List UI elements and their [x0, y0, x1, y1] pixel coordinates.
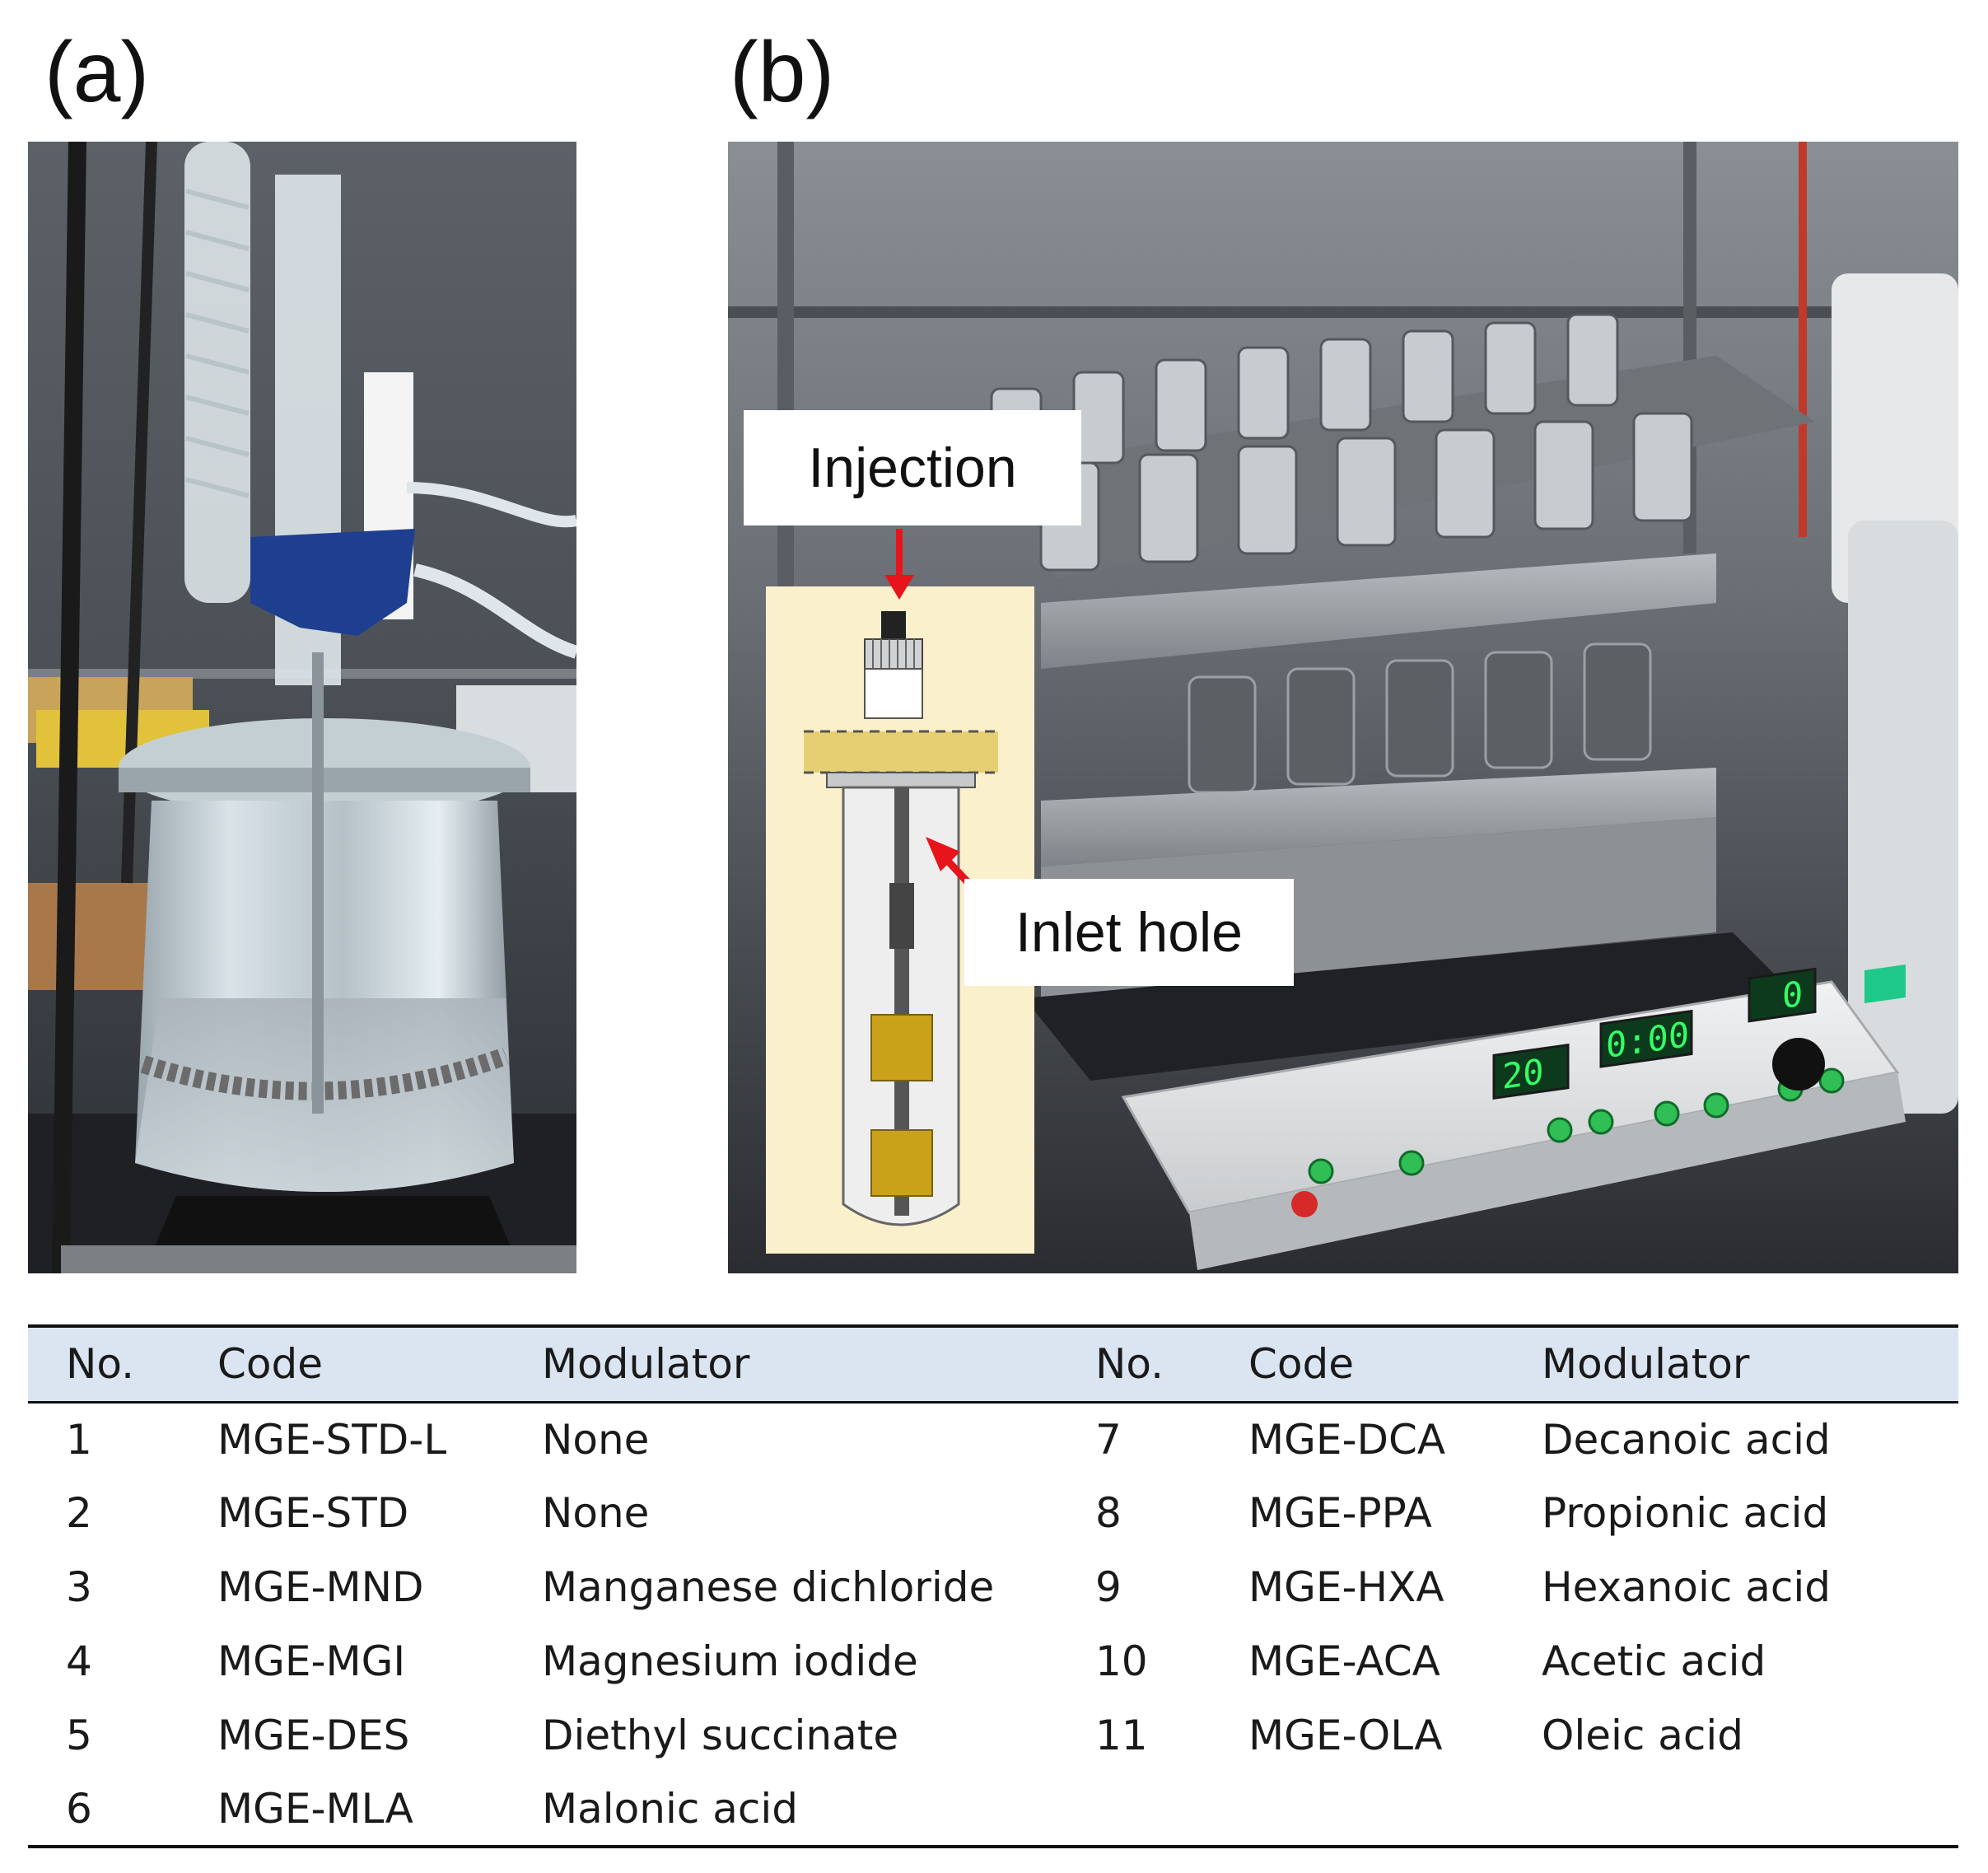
panel-label-b: (b)	[730, 25, 835, 120]
cell: MGE-DCA	[1248, 1415, 1446, 1464]
cell: Decanoic acid	[1542, 1415, 1831, 1464]
inlet-hole-callout: Inlet hole	[964, 879, 1294, 986]
cell: 4	[66, 1637, 92, 1685]
cell: None	[542, 1489, 650, 1537]
cell: 8	[1095, 1489, 1122, 1537]
reactor-photo	[28, 142, 576, 1273]
cell: MGE-PPA	[1248, 1489, 1432, 1537]
inlet-arrow-head	[926, 837, 960, 871]
cell: Acetic acid	[1542, 1637, 1766, 1685]
header-no-2: No.	[1095, 1340, 1164, 1389]
table-row: 2 MGE-STD None 8 MGE-PPA Propionic acid	[28, 1476, 1958, 1550]
cell: 9	[1095, 1563, 1122, 1611]
cell	[1248, 1773, 1542, 1847]
injection-callout: Injection	[744, 410, 1081, 525]
table-row: 6 MGE-MLA Malonic acid	[28, 1773, 1958, 1847]
table-row: 1 MGE-STD-L None 7 MGE-DCA Decanoic acid	[28, 1402, 1958, 1476]
parallel-reactor-illustration: 20 0:00 0	[728, 142, 1958, 1273]
header-code-2: Code	[1248, 1340, 1355, 1389]
cell: 7	[1095, 1415, 1122, 1464]
cell: 5	[66, 1712, 92, 1759]
header-modulator: Modulator	[542, 1340, 750, 1389]
cell: MGE-MGI	[217, 1637, 406, 1685]
cell: 10	[1095, 1637, 1148, 1685]
cell: MGE-DES	[217, 1712, 410, 1759]
cell: MGE-HXA	[1248, 1563, 1444, 1611]
cell: 1	[66, 1415, 92, 1464]
table-row: 3 MGE-MND Manganese dichloride 9 MGE-HXA…	[28, 1550, 1958, 1624]
cell: 2	[66, 1489, 92, 1537]
cell: 3	[66, 1563, 92, 1611]
table-header-row: No. Code Modulator No. Code Modulator	[28, 1326, 1958, 1402]
cell: Magnesium iodide	[542, 1637, 918, 1685]
cell: Oleic acid	[1542, 1712, 1744, 1759]
cell: 11	[1095, 1712, 1148, 1759]
cell: 6	[66, 1785, 92, 1833]
header-modulator-2: Modulator	[1542, 1340, 1750, 1389]
table-row: 5 MGE-DES Diethyl succinate 11 MGE-OLA O…	[28, 1698, 1958, 1773]
reactor-illustration	[28, 142, 576, 1273]
cell: MGE-MLA	[217, 1785, 413, 1833]
cell: MGE-OLA	[1248, 1712, 1443, 1759]
cell: MGE-STD	[217, 1489, 409, 1537]
cell	[1095, 1773, 1248, 1847]
injection-arrow-head	[884, 575, 914, 600]
header-code: Code	[217, 1340, 324, 1389]
header-no: No.	[66, 1340, 135, 1389]
cell: Diethyl succinate	[542, 1712, 899, 1759]
panel-label-a: (a)	[44, 25, 150, 120]
cell: Manganese dichloride	[542, 1563, 995, 1611]
cell: Propionic acid	[1542, 1489, 1829, 1537]
table-row: 4 MGE-MGI Magnesium iodide 10 MGE-ACA Ac…	[28, 1624, 1958, 1698]
cell: MGE-STD-L	[217, 1415, 447, 1464]
cell: Malonic acid	[542, 1785, 798, 1833]
parallel-reactor-photo: 20 0:00 0	[728, 142, 1958, 1273]
cell: MGE-MND	[217, 1563, 424, 1611]
temp-display: 20	[1502, 1051, 1544, 1097]
modulator-table: No. Code Modulator No. Code Modulator 1 …	[28, 1324, 1958, 1848]
cell	[1542, 1773, 1958, 1847]
cell: None	[542, 1415, 650, 1464]
speed-display: 0	[1782, 974, 1803, 1016]
cell: MGE-ACA	[1248, 1637, 1440, 1685]
cell: Hexanoic acid	[1542, 1563, 1832, 1611]
